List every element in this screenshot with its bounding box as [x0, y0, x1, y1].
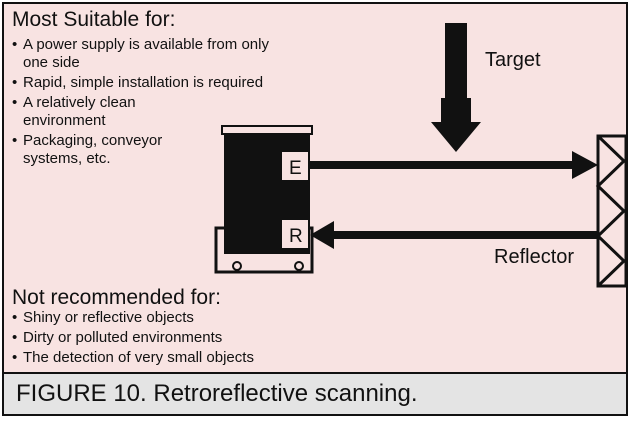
returned-beam-arrowhead: [310, 221, 334, 249]
figure-caption: FIGURE 10. Retroreflective scanning.: [16, 380, 418, 407]
not-recommended-item: The detection of very small objects: [12, 349, 372, 367]
emitted-beam: [310, 161, 572, 169]
retroreflective-diagram: Target E R Reflect: [214, 23, 626, 288]
not-recommended-heading: Not recommended for:: [12, 286, 221, 309]
suitable-item: A power supply is available from only on…: [12, 36, 273, 72]
suitable-item: A relatively clean environment: [12, 94, 213, 130]
reflector: [595, 134, 626, 288]
target-object: [445, 23, 467, 98]
emitter-window: [282, 152, 308, 180]
mount-screw-right: [294, 261, 304, 271]
suitable-list: A power supply is available from only on…: [12, 36, 372, 170]
figure-frame: Most Suitable for: A power supply is ava…: [2, 2, 628, 416]
sensor-body: [224, 134, 310, 228]
not-recommended-item: Dirty or polluted environments: [12, 329, 372, 347]
not-recommended-list: Shiny or reflective objects Dirty or pol…: [12, 309, 372, 369]
suitable-item: Rapid, simple installation is required: [12, 74, 383, 92]
emitted-beam-arrowhead: [572, 151, 598, 179]
mount-screw-left: [232, 261, 242, 271]
suitable-heading: Most Suitable for:: [12, 8, 176, 31]
suitable-item: Packaging, conveyor systems, etc.: [12, 132, 193, 168]
target-down-arrow: [431, 98, 481, 152]
caption-bar: FIGURE 10. Retroreflective scanning.: [4, 372, 626, 414]
diagram-panel: Most Suitable for: A power supply is ava…: [4, 4, 626, 372]
target-label: Target: [485, 49, 541, 71]
sensor-top-plate: [221, 125, 313, 135]
receiver-label: R: [289, 226, 303, 247]
emitter-label: E: [289, 158, 302, 179]
receiver-window: [282, 220, 308, 248]
returned-beam: [334, 231, 598, 239]
not-recommended-item: Shiny or reflective objects: [12, 309, 372, 327]
reflector-label: Reflector: [494, 246, 574, 268]
